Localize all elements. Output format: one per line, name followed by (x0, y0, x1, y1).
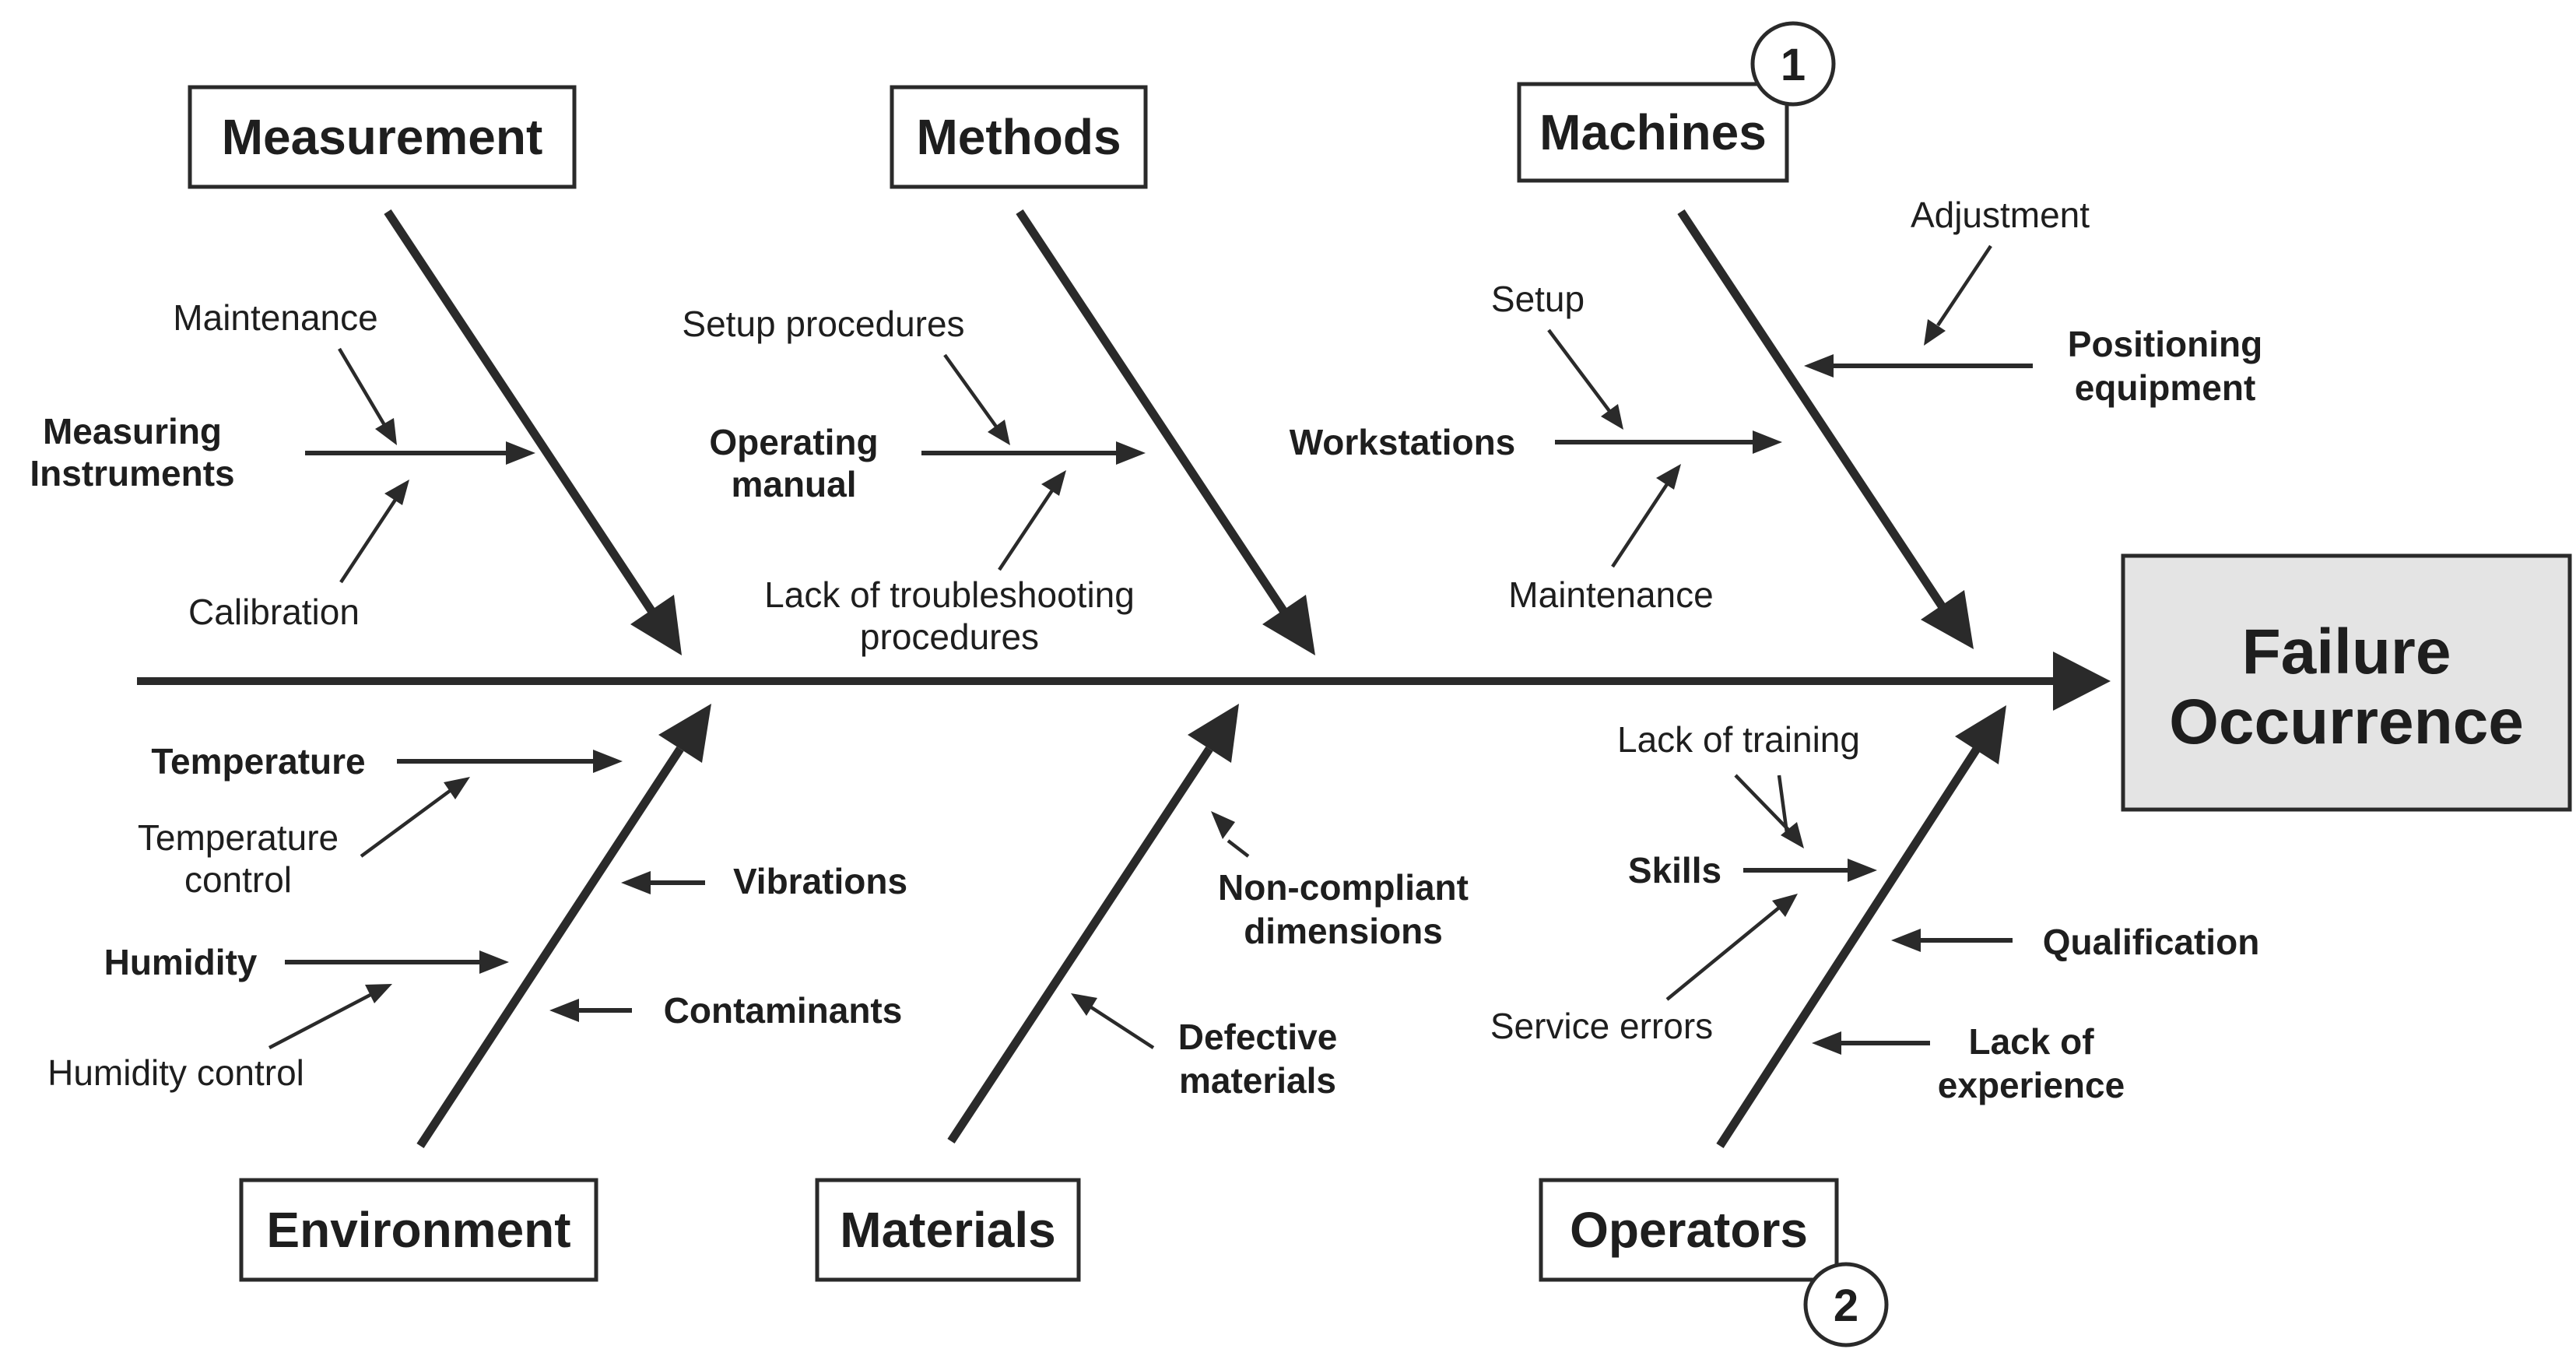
category-label-machines: Machines (1539, 104, 1767, 160)
effect-label-line1: Failure (2242, 617, 2451, 687)
bone-environment-arrowhead (658, 704, 711, 763)
bone-methods (1016, 209, 1288, 615)
cause-operating-manual-line2: manual (731, 464, 856, 504)
cause-lack-troubleshooting-line1: Lack of troubleshooting (764, 574, 1135, 615)
cause-measuring-instruments-line1: Measuring (43, 411, 222, 451)
bone-materials (947, 746, 1213, 1144)
spine-arrowhead (2053, 652, 2111, 711)
cause-skills: Skills (1628, 850, 1877, 891)
cause-setup-procedures-label: Setup procedures (682, 304, 964, 344)
category-label-materials: Materials (840, 1202, 1055, 1258)
cause-lack-of-experience-line1: Lack of (1968, 1021, 2094, 1062)
cause-lack-of-experience: Lack of experience (1812, 1021, 2125, 1105)
cause-temperature-control-line2: control (184, 859, 292, 900)
cause-service-errors-label: Service errors (1490, 1006, 1713, 1046)
bone-environment (416, 746, 684, 1149)
cause-workstations-label: Workstations (1290, 422, 1516, 462)
cause-adjustment: Adjustment (1911, 195, 2090, 346)
cause-positioning-equipment: Positioning equipment (1804, 324, 2262, 408)
effect-label-line2: Occurrence (2169, 687, 2524, 757)
cause-setup: Setup (1491, 279, 1623, 430)
cause-humidity-control-label: Humidity control (47, 1052, 304, 1093)
cause-adjustment-label: Adjustment (1911, 195, 2090, 235)
bone-measurement (384, 209, 656, 615)
category-measurement: Measurement (188, 85, 577, 189)
cause-humidity: Humidity (104, 942, 509, 982)
cause-temperature-control-line1: Temperature (138, 817, 339, 858)
cause-lack-troubleshooting-line2: procedures (860, 617, 1039, 657)
cause-contaminants-label: Contaminants (664, 990, 903, 1031)
bone-machines-arrowhead (1921, 590, 1974, 649)
bone-operators-arrowhead (1955, 705, 2006, 764)
cause-humidity-control: Humidity control (47, 984, 392, 1093)
cause-workstations: Workstations (1290, 422, 1782, 462)
effect-box: Failure Occurrence (2121, 553, 2572, 812)
bone-operators (1716, 747, 1981, 1148)
cause-defective-line1: Defective (1178, 1017, 1338, 1057)
bone-machines (1677, 209, 1946, 610)
cause-temperature-label: Temperature (151, 741, 365, 782)
cause-service-errors: Service errors (1490, 894, 1798, 1046)
cause-humidity-label: Humidity (104, 942, 258, 982)
cause-measuring-instruments-line2: Instruments (30, 453, 234, 494)
cause-setup-procedures: Setup procedures (682, 304, 1010, 445)
cause-defective-line2: materials (1179, 1060, 1336, 1101)
cause-qualification-label: Qualification (2043, 922, 2260, 962)
cause-positioning-equipment-line1: Positioning (2068, 324, 2262, 364)
cause-lack-of-training-label: Lack of training (1617, 719, 1860, 760)
cause-measuring-instruments: Measuring Instruments (30, 411, 535, 494)
cause-skills-label: Skills (1628, 850, 1721, 891)
cause-maintenance-measurement: Maintenance (173, 297, 397, 445)
marker-label-1: 1 (1781, 40, 1806, 90)
category-label-methods: Methods (916, 109, 1121, 165)
cause-lack-of-training: Lack of training (1617, 719, 1860, 848)
cause-non-compliant-dimensions: Non-compliant dimensions (1211, 811, 1469, 951)
cause-vibrations-label: Vibrations (733, 861, 907, 901)
cause-contaminants: Contaminants (549, 990, 902, 1031)
cause-lack-of-experience-line2: experience (1938, 1065, 2125, 1105)
cause-calibration-label: Calibration (188, 592, 360, 632)
cause-temperature-control: Temperature control (138, 777, 470, 900)
cause-defective-materials: Defective materials (1071, 993, 1337, 1101)
cause-setup-label: Setup (1491, 279, 1585, 319)
category-operators: Operators (1539, 1178, 1839, 1282)
cause-vibrations: Vibrations (621, 861, 907, 901)
cause-lack-troubleshooting: Lack of troubleshooting procedures (764, 470, 1135, 657)
category-environment: Environment (239, 1178, 598, 1282)
cause-operating-manual: Operating manual (709, 422, 1146, 504)
bone-materials-arrowhead (1188, 704, 1239, 763)
category-methods: Methods (890, 85, 1148, 189)
category-label-environment: Environment (266, 1202, 570, 1258)
cause-maintenance-machines-label: Maintenance (1508, 574, 1713, 615)
cause-qualification: Qualification (1891, 922, 2259, 962)
bone-measurement-arrowhead (630, 595, 682, 655)
cause-non-compliant-line1: Non-compliant (1218, 867, 1469, 908)
cause-maintenance-measurement-label: Maintenance (173, 297, 377, 338)
marker-label-2: 2 (1834, 1280, 1858, 1331)
category-machines: Machines (1517, 82, 1789, 183)
marker-1: 1 (1750, 21, 1836, 107)
cause-maintenance-machines: Maintenance (1508, 464, 1714, 615)
category-label-operators: Operators (1570, 1202, 1808, 1258)
marker-2: 2 (1803, 1262, 1889, 1347)
bone-methods-arrowhead (1262, 595, 1315, 655)
cause-positioning-equipment-line2: equipment (2075, 367, 2256, 408)
cause-temperature: Temperature (151, 741, 623, 782)
category-label-measurement: Measurement (222, 109, 543, 165)
category-materials: Materials (815, 1178, 1081, 1282)
cause-calibration: Calibration (188, 480, 409, 632)
cause-operating-manual-line1: Operating (709, 422, 878, 462)
cause-non-compliant-line2: dimensions (1244, 911, 1443, 951)
